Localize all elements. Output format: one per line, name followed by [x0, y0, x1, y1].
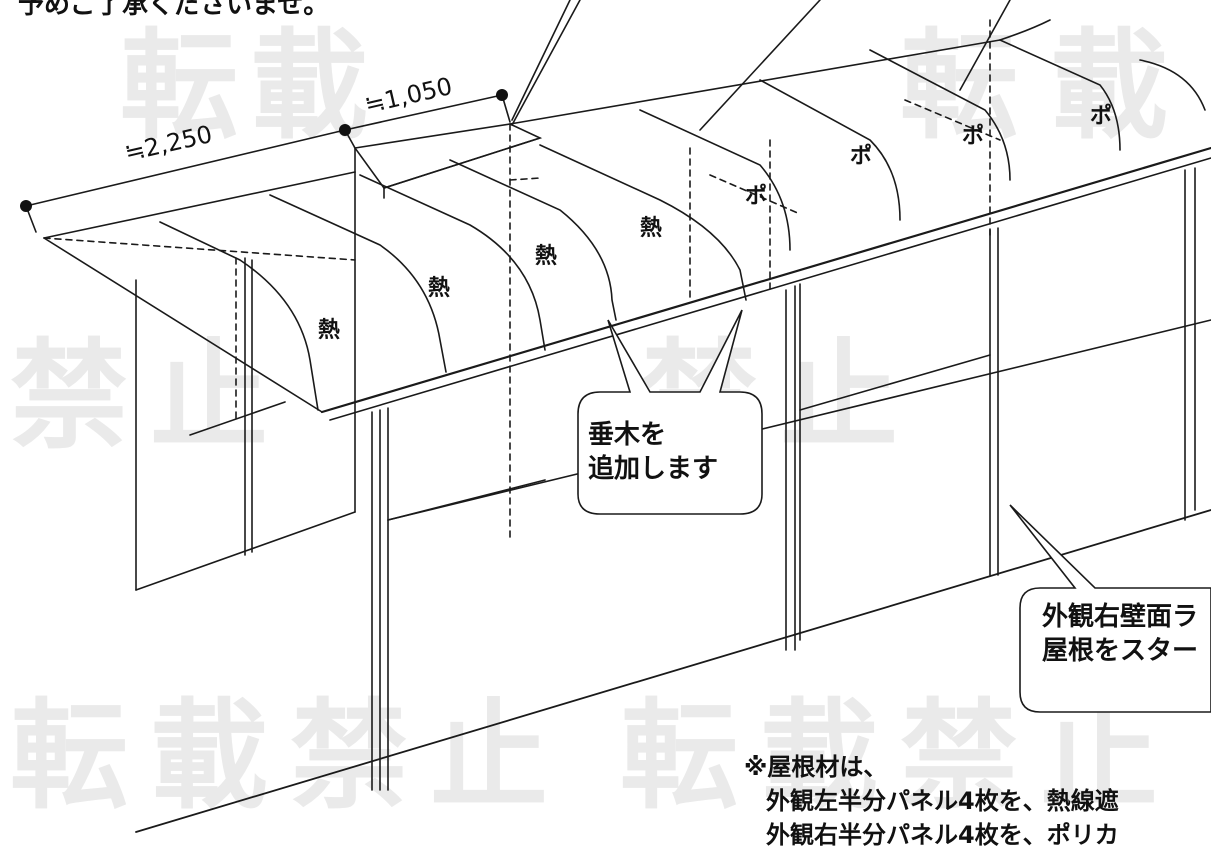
watermark-char: 止: [430, 687, 549, 825]
panel-mark-poly: ポ: [850, 144, 873, 169]
note-line: ※屋根材は、: [744, 753, 888, 781]
panel-mark-heat: 熱: [318, 318, 341, 343]
dimension-dot: [20, 200, 32, 212]
callout-rafter-line: 追加します: [588, 454, 719, 484]
panel-mark-poly: ポ: [745, 184, 768, 209]
watermark-char: 止: [150, 327, 269, 465]
top-caption: 予めご了承くださいませ。: [18, 0, 330, 20]
callout-right-text: 外観右壁面ラ 屋根をスター: [1042, 600, 1211, 668]
front-beam: [320, 146, 1211, 414]
callout-rafter-line: 垂木を: [588, 420, 667, 450]
dimension-dot: [496, 89, 508, 101]
base-line: [135, 509, 1211, 833]
watermark-char: 載: [760, 687, 879, 825]
dimension-line-right: [344, 94, 503, 131]
watermark-char: 転: [620, 687, 739, 825]
watermark-char: 載: [150, 687, 269, 825]
roof-material-note: ※屋根材は、 外観左半分パネル4枚を、熱線遮 外観右半分パネル4枚を、ポリカ: [744, 750, 1211, 849]
roof-back-edge: [43, 171, 356, 239]
structure-drawing: [20, 0, 1211, 833]
note-line: 外観左半分パネル4枚を、熱線遮: [766, 787, 1119, 815]
panel-mark-poly: ポ: [962, 124, 985, 149]
callout-rafter-text: 垂木を 追加します: [588, 418, 718, 486]
callout-bubble-rafter: [577, 309, 763, 515]
watermark-char: 禁: [900, 687, 1019, 825]
panel-mark-heat: 熱: [640, 216, 663, 241]
note-line: 外観右半分パネル4枚を、ポリカ: [766, 821, 1119, 849]
callout-right-line: 外観右壁面ラ: [1042, 602, 1199, 632]
watermark-char: 載: [1050, 17, 1169, 155]
panel-mark-heat: 熱: [535, 244, 558, 269]
panel-mark-heat: 熱: [428, 276, 451, 301]
panel-mark-poly: ポ: [1090, 104, 1113, 129]
callout-right-line: 屋根をスター: [1042, 636, 1199, 666]
dimension-line-left: [25, 129, 346, 207]
watermark-char: 転: [10, 687, 129, 825]
callout-bubble-right: [1009, 504, 1211, 713]
dimension-dot: [339, 124, 351, 136]
watermark-char: 禁: [10, 327, 129, 465]
watermark-char: 転: [120, 17, 239, 155]
